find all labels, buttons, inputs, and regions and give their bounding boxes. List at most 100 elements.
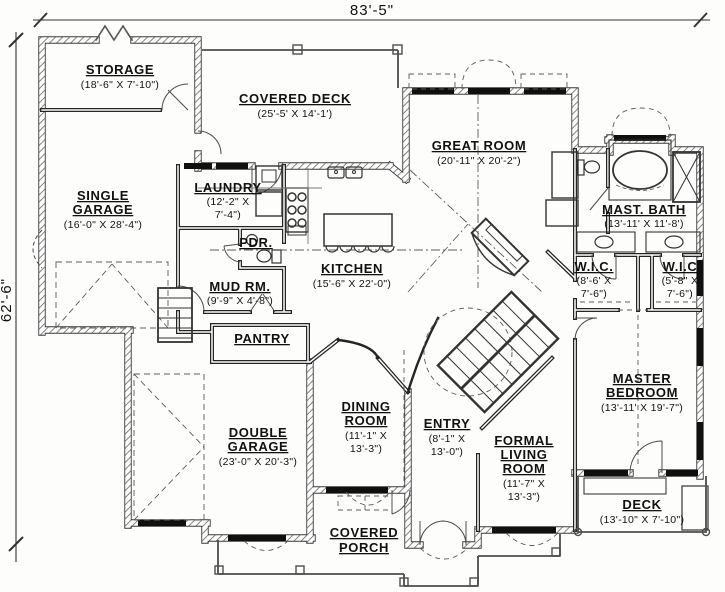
porch-step-arc-entry bbox=[419, 547, 469, 560]
label-storage: STORAGE bbox=[86, 62, 154, 77]
washer-dryer bbox=[255, 165, 307, 236]
tub-platform bbox=[608, 139, 672, 201]
powder-room-fixtures bbox=[245, 233, 282, 264]
door-wic-2 bbox=[659, 254, 685, 280]
master-bath-fixtures bbox=[576, 139, 701, 253]
label-laundry: LAUNDRY bbox=[194, 180, 261, 195]
deck-post-1 bbox=[292, 44, 303, 55]
dims-dining-2: 13'-3") bbox=[350, 443, 382, 455]
label-pdr: PDR. bbox=[239, 235, 272, 250]
roof-break-zigzag bbox=[94, 24, 134, 42]
dims-single-garage: (16'-0" X 28'-4") bbox=[64, 219, 142, 231]
great-room-ceiling-lines bbox=[407, 95, 543, 293]
rear-deck-post-2 bbox=[701, 527, 711, 537]
door-pdr bbox=[223, 243, 241, 263]
label-entry: ENTRY bbox=[424, 416, 471, 431]
kitchen-island bbox=[323, 213, 395, 253]
left-dim-tick-bottom bbox=[8, 536, 24, 552]
label-double-garage-1: DOUBLE bbox=[229, 425, 288, 440]
door-mud-double bbox=[249, 293, 276, 313]
door-single-garage-side bbox=[32, 229, 43, 269]
dims-mud-rm: (9'-9" X 4'-8") bbox=[207, 295, 273, 307]
window-seat-great-2 bbox=[520, 73, 568, 90]
dims-wic-2b: 7'-6") bbox=[667, 288, 693, 300]
pdr-toilet-bowl bbox=[256, 249, 272, 263]
rear-deck-rail bbox=[577, 476, 707, 533]
dims-storage: (18'-6" X 7'-10") bbox=[81, 79, 159, 91]
dims-dining-1: (11'-1" X bbox=[345, 430, 387, 442]
porch-post-1 bbox=[214, 565, 224, 575]
dims-mast-bath: (13'-11' X 11'-8') bbox=[604, 218, 684, 230]
toilet-bowl bbox=[583, 160, 601, 174]
porch-step-arc-garage bbox=[243, 540, 289, 551]
main-staircase bbox=[436, 290, 560, 414]
door-storage bbox=[161, 83, 189, 111]
covered-deck-rail bbox=[202, 49, 399, 88]
porch-step-arc-dining bbox=[345, 491, 391, 506]
great-room-built-ins bbox=[545, 151, 579, 227]
basement-stairs bbox=[157, 287, 193, 343]
interior-walls bbox=[40, 108, 702, 532]
tub-bay-arch bbox=[611, 107, 671, 137]
bar-stools bbox=[325, 245, 395, 253]
doors bbox=[32, 83, 685, 546]
dims-double-garage: (23'-0" X 20'-3") bbox=[219, 456, 297, 468]
dims-laundry-1: (12'-2" X bbox=[207, 196, 250, 208]
top-dim-tick-right bbox=[693, 12, 708, 28]
window-great-room-2 bbox=[468, 88, 510, 94]
window-formal-living bbox=[492, 527, 556, 533]
label-dining-2: ROOM bbox=[345, 413, 388, 428]
label-formal-living-1: FORMAL bbox=[494, 433, 553, 448]
dims-wic-2a: (5'-8" X bbox=[662, 275, 699, 287]
dimension-lines bbox=[8, 12, 710, 562]
dims-wic-1a: (8'-6' X bbox=[576, 275, 611, 287]
shower bbox=[672, 151, 701, 203]
dims-laundry-2: 7'-4") bbox=[215, 209, 241, 221]
pdr-toilet-tank bbox=[271, 249, 282, 264]
vanity-right bbox=[645, 231, 701, 253]
dims-entry-2: 13'-0") bbox=[431, 446, 463, 458]
label-formal-living-3: ROOM bbox=[503, 461, 546, 476]
vanity-left bbox=[576, 231, 636, 253]
rear-deck-step bbox=[583, 477, 667, 495]
label-single-garage-1: SINGLE bbox=[77, 188, 129, 203]
porch-deck-outlines bbox=[202, 44, 711, 587]
door-storage-deck bbox=[197, 130, 222, 155]
window-dining bbox=[326, 487, 388, 493]
window-master-bottom-1 bbox=[584, 470, 628, 476]
door-deck bbox=[629, 440, 663, 474]
window-master-bottom-2 bbox=[666, 470, 698, 476]
windows bbox=[138, 88, 703, 541]
vanity-sink-left bbox=[594, 235, 614, 249]
window-garage-1 bbox=[138, 520, 186, 526]
single-garage-door-panel bbox=[55, 261, 169, 329]
label-double-garage-2: GARAGE bbox=[228, 439, 289, 454]
dashed-lines bbox=[55, 59, 696, 560]
door-wic-1 bbox=[591, 254, 617, 280]
window-great-room-3 bbox=[524, 88, 566, 94]
door-entry-left bbox=[419, 520, 445, 546]
porch-post-4 bbox=[469, 577, 479, 587]
tub bbox=[612, 150, 668, 190]
dims-covered-deck: (25'-5' X 14'-1') bbox=[258, 108, 333, 120]
label-wic-2: W.I.C bbox=[663, 259, 698, 274]
covered-porch-edge bbox=[217, 534, 561, 587]
label-deck: DECK bbox=[622, 497, 661, 512]
door-entry-right bbox=[441, 520, 467, 546]
deck-post-2 bbox=[392, 44, 403, 55]
label-mast-bath: MAST. BATH bbox=[602, 202, 686, 217]
label-formal-living-2: LIVING bbox=[501, 447, 548, 462]
wic-rod-lines bbox=[580, 301, 696, 311]
window-laundry bbox=[184, 163, 212, 169]
label-dining-1: DINING bbox=[341, 399, 390, 414]
label-single-garage-2: GARAGE bbox=[73, 202, 134, 217]
dims-entry-1: (8'-1" X bbox=[429, 433, 466, 445]
dims-formal-living-1: (11'-7" X bbox=[503, 478, 545, 490]
label-covered-porch-1: COVERED bbox=[330, 525, 399, 540]
label-wic-1: W.I.C. bbox=[575, 259, 614, 274]
door-toilet-room bbox=[589, 187, 609, 211]
rear-deck-post-1 bbox=[573, 527, 583, 537]
left-dim-tick-top bbox=[8, 32, 24, 48]
label-master-bedroom-1: MASTER bbox=[613, 371, 672, 386]
